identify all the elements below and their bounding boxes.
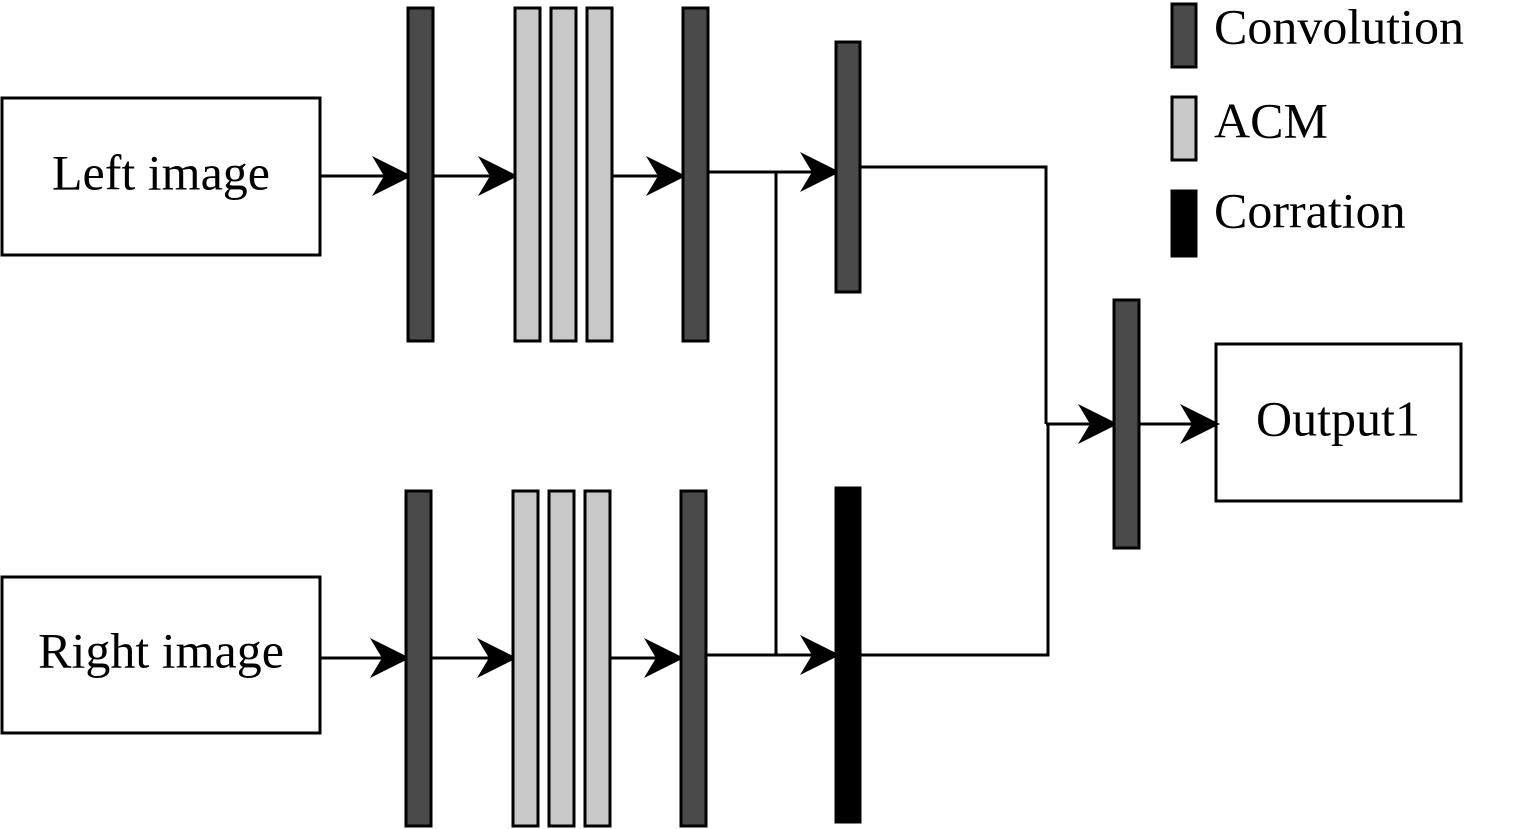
top-branch-layers xyxy=(406,6,862,343)
legend: Convolution ACM Corration xyxy=(1170,0,1464,258)
right-image-box: Right image xyxy=(0,575,322,735)
bottom-acm-layer-3 xyxy=(583,489,612,828)
output-box: Output1 xyxy=(1214,342,1463,503)
legend-acm-swatch xyxy=(1170,95,1198,162)
bottom-conv-layer-2 xyxy=(679,489,708,828)
legend-correlation-swatch xyxy=(1170,189,1198,258)
correlation-layer xyxy=(834,486,862,824)
bottom-acm-layer-2 xyxy=(547,489,576,828)
merge-line-bottom xyxy=(860,424,1050,657)
top-acm-layer-2 xyxy=(549,6,578,343)
left-image-label: Left image xyxy=(52,144,270,200)
legend-convolution-label: Convolution xyxy=(1214,0,1464,54)
merge-conv-layer xyxy=(1112,298,1141,550)
top-acm-layer-1 xyxy=(513,6,542,343)
connections xyxy=(320,152,1220,678)
merge-line-top xyxy=(860,165,1048,424)
bottom-acm-layer-1 xyxy=(511,489,540,828)
bottom-branch-layers xyxy=(404,486,862,828)
top-acm-layer-3 xyxy=(585,6,614,343)
legend-convolution-swatch xyxy=(1170,2,1198,69)
bottom-conv-layer-1 xyxy=(404,489,433,828)
legend-acm-label: ACM xyxy=(1214,92,1328,148)
left-image-box: Left image xyxy=(0,96,322,257)
legend-correlation-label: Corration xyxy=(1214,182,1406,238)
output-label: Output1 xyxy=(1256,390,1420,446)
top-conv-layer-1 xyxy=(406,6,435,343)
right-image-label: Right image xyxy=(38,622,284,678)
top-conv-layer-2 xyxy=(681,6,710,343)
top-conv-layer-3 xyxy=(834,40,862,294)
